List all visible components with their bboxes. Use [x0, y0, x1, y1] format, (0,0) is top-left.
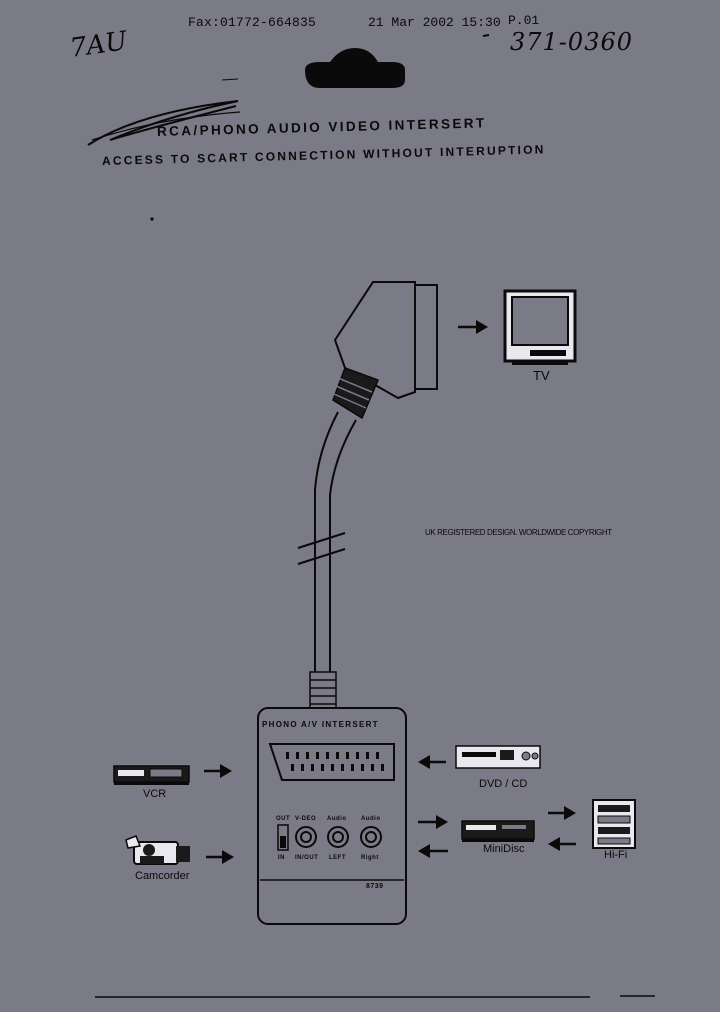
- socket-pin: [311, 764, 314, 771]
- camcorder-label: Camcorder: [135, 870, 190, 882]
- camcorder-icon: [125, 835, 190, 865]
- socket-pin: [341, 764, 344, 771]
- cable: [297, 411, 357, 672]
- socket-pin: [371, 764, 374, 771]
- jack-label-top: Audio: [327, 816, 347, 822]
- hifi-icon: [592, 799, 636, 849]
- model-number: 8739: [366, 883, 384, 890]
- scart-plug: [332, 281, 438, 420]
- arrow-right-icon: [204, 764, 232, 778]
- socket-pin: [296, 752, 299, 759]
- socket-pin: [331, 764, 334, 771]
- arrow-right-icon: [418, 815, 448, 829]
- socket-pin: [346, 752, 349, 759]
- arrow-left-icon: [548, 837, 576, 851]
- vcr-icon: [113, 765, 190, 785]
- jack-label-top: V-DEO: [295, 816, 317, 822]
- socket-pin: [376, 752, 379, 759]
- tv-icon: [503, 289, 577, 365]
- hang-tab: [305, 48, 405, 88]
- rca-jack: [295, 826, 317, 848]
- socket-pin: [286, 752, 289, 759]
- jack-label-bottom: Right: [361, 855, 379, 861]
- switch-label-top: OUT: [276, 816, 291, 822]
- minidisc-icon: [461, 820, 535, 842]
- socket-pin: [316, 752, 319, 759]
- vcr-label: VCR: [143, 788, 167, 800]
- swoosh-logo: [87, 100, 239, 146]
- scart-socket: [268, 743, 395, 781]
- handwritten-note-right: 371-0360: [510, 28, 633, 56]
- socket-pin: [381, 764, 384, 771]
- socket-pin: [306, 752, 309, 759]
- adapter-label: PHONO A/V INTERSERT: [262, 720, 379, 729]
- arrow-right-icon: [206, 850, 234, 864]
- arrow-left-icon: [418, 844, 448, 858]
- socket-pins: [286, 752, 384, 771]
- socket-pin: [326, 752, 329, 759]
- socket-pin: [351, 764, 354, 771]
- hifi-label: Hi-Fi: [604, 849, 628, 861]
- socket-pin: [366, 752, 369, 759]
- jack-label-bottom: LEFT: [329, 855, 346, 861]
- fax-number: Fax:01772-664835: [188, 15, 317, 30]
- switch-label-bottom: IN: [278, 855, 285, 861]
- socket-pin: [291, 764, 294, 771]
- tv-label: TV: [533, 368, 550, 383]
- rca-jack: [327, 826, 349, 848]
- arrow-left-icon: [418, 755, 446, 769]
- jack-label-bottom: IN/OUT: [295, 855, 319, 861]
- dvd-cd-label: DVD / CD: [479, 778, 528, 790]
- socket-pin: [361, 764, 364, 771]
- fax-page-number: P.01: [508, 13, 540, 28]
- dvd-cd-icon: [455, 745, 541, 769]
- arrow-right-icon: [458, 320, 488, 334]
- jack-label-top: Audio: [361, 816, 381, 822]
- socket-pin: [356, 752, 359, 759]
- fax-datetime: 21 Mar 2002 15:30: [368, 15, 501, 30]
- minidisc-label: MiniDisc: [483, 843, 525, 855]
- socket-pin: [301, 764, 304, 771]
- rca-jack: [360, 826, 382, 848]
- arrow-right-icon: [548, 806, 576, 820]
- socket-pin: [336, 752, 339, 759]
- socket-pin: [321, 764, 324, 771]
- copyright-notice: UK REGISTERED DESIGN. WORLDWIDE COPYRIGH…: [425, 528, 612, 537]
